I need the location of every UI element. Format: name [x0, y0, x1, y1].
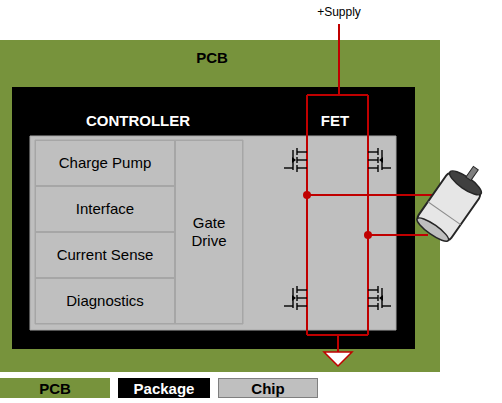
- function-block: Diagnostics: [35, 278, 175, 324]
- legend-text: PCB: [39, 380, 71, 397]
- legend-swatch: PCB: [0, 378, 110, 398]
- region-title: FET: [321, 112, 349, 129]
- block-label: Gate Drive: [180, 214, 238, 250]
- block-label: Interface: [76, 200, 134, 218]
- mosfet-symbol: [284, 286, 307, 310]
- ground-symbol: [324, 352, 352, 366]
- mosfet-symbol: [368, 148, 391, 172]
- block-label: Diagnostics: [66, 292, 144, 310]
- region-title: CONTROLLER: [86, 112, 190, 129]
- legend-text: Chip: [251, 380, 284, 397]
- block-label: Current Sense: [57, 246, 154, 264]
- junction-dot: [303, 191, 311, 199]
- mosfet-symbols: [284, 148, 391, 310]
- junction-dot: [364, 231, 372, 239]
- gate-drive-block: Gate Drive: [175, 140, 243, 324]
- chip-die: [30, 136, 396, 330]
- function-block: Current Sense: [35, 232, 175, 278]
- legend-swatch: Package: [118, 378, 210, 398]
- block-label: Charge Pump: [59, 154, 152, 172]
- region-title: PCB: [196, 49, 228, 66]
- function-block: Interface: [35, 186, 175, 232]
- mosfet-symbol: [284, 148, 307, 172]
- legend-swatch: Chip: [218, 378, 318, 398]
- supply-label: +Supply: [317, 5, 361, 19]
- legend-text: Package: [134, 380, 195, 397]
- motor-symbol: [414, 157, 493, 245]
- function-block: Charge Pump: [35, 140, 175, 186]
- mosfet-symbol: [368, 286, 391, 310]
